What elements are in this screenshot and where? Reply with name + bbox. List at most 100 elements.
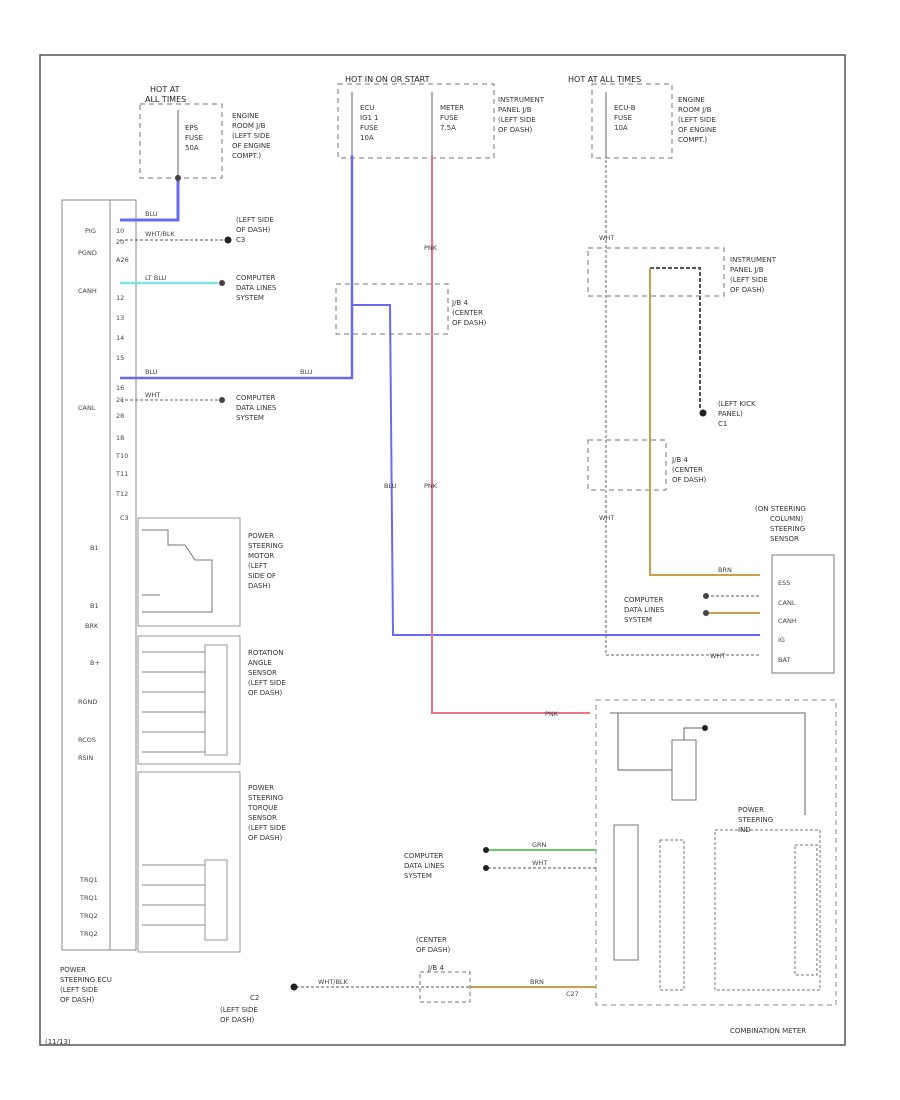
svg-text:DATA LINES: DATA LINES — [404, 862, 445, 870]
svg-text:OF ENGINE: OF ENGINE — [232, 142, 271, 150]
power-steering-motor: POWER STEERING MOTOR (LEFT SIDE OF DASH) — [137, 517, 283, 627]
cpu-box — [613, 824, 639, 961]
svg-text:C3: C3 — [236, 236, 245, 244]
svg-text:GRN: GRN — [532, 841, 547, 849]
diagram-border — [39, 54, 846, 1046]
svg-text:(LEFT SIDE: (LEFT SIDE — [678, 116, 716, 124]
svg-text:BLU: BLU — [145, 210, 158, 218]
svg-text:T10: T10 — [115, 452, 128, 460]
svg-text:(LEFT SIDE: (LEFT SIDE — [248, 679, 286, 687]
svg-text:FUSE: FUSE — [614, 114, 632, 122]
svg-text:RSIN: RSIN — [78, 754, 94, 762]
instrument-panel-jb-top-label: INSTRUMENT — [498, 96, 545, 104]
ecu-b-fuse-group: HOT AT ALL TIMES ECU-B FUSE 10A ENGINE R… — [568, 75, 717, 159]
hot-at-all-times-right-label: HOT AT ALL TIMES — [568, 75, 641, 84]
svg-text:20: 20 — [116, 238, 124, 246]
eps-fuse-label: EPS — [185, 124, 199, 132]
svg-text:TRQ2: TRQ2 — [79, 912, 98, 920]
svg-text:PANEL J/B: PANEL J/B — [498, 106, 532, 114]
svg-text:PNK: PNK — [545, 710, 559, 718]
svg-text:WHT: WHT — [532, 859, 547, 867]
svg-text:13: 13 — [116, 314, 124, 322]
svg-text:ECU-B: ECU-B — [614, 104, 636, 112]
combination-meter-label: COMBINATION METER — [730, 1027, 806, 1035]
svg-text:RGND: RGND — [78, 698, 97, 706]
svg-text:OF DASH): OF DASH) — [672, 476, 707, 484]
svg-text:PNK: PNK — [424, 244, 438, 252]
wire-ess-brn — [649, 268, 760, 576]
hot-at-all-times-left-label: HOT AT — [150, 85, 180, 94]
svg-text:(ON STEERING: (ON STEERING — [755, 505, 806, 513]
svg-text:T11: T11 — [115, 470, 128, 478]
svg-text:RCOS: RCOS — [78, 736, 96, 744]
svg-text:16: 16 — [116, 384, 124, 392]
svg-text:C2: C2 — [250, 994, 259, 1002]
svg-text:(LEFT SIDE: (LEFT SIDE — [60, 986, 98, 994]
svg-text:(CENTER: (CENTER — [672, 466, 703, 474]
svg-text:POWER: POWER — [248, 784, 274, 792]
torque-sensor: POWER STEERING TORQUE SENSOR (LEFT SIDE … — [137, 771, 286, 953]
svg-text:IND: IND — [738, 826, 751, 834]
svg-text:(LEFT SIDE: (LEFT SIDE — [232, 132, 270, 140]
svg-text:BLU: BLU — [384, 482, 397, 490]
svg-text:SYSTEM: SYSTEM — [624, 616, 652, 624]
svg-text:OF DASH): OF DASH) — [452, 319, 487, 327]
svg-text:ENGINE: ENGINE — [678, 96, 705, 104]
wire-ecub-wht — [605, 155, 760, 656]
svg-text:DASH): DASH) — [248, 582, 271, 590]
svg-text:ESS: ESS — [778, 579, 790, 587]
eps-fuse-group: HOT AT ALL TIMES EPS FUSE 50A ENGINE ROO… — [139, 85, 271, 179]
svg-text:OF DASH): OF DASH) — [730, 286, 765, 294]
svg-text:B1: B1 — [90, 544, 99, 552]
svg-text:DATA LINES: DATA LINES — [236, 404, 277, 412]
svg-text:BRK: BRK — [85, 622, 99, 630]
svg-text:B1: B1 — [90, 602, 99, 610]
svg-text:WHT: WHT — [145, 391, 160, 399]
svg-text:J/B 4: J/B 4 — [671, 456, 688, 464]
svg-text:SENSOR: SENSOR — [770, 535, 799, 543]
wire-meter-pnk — [431, 155, 590, 714]
svg-text:STEERING: STEERING — [248, 794, 283, 802]
engine-room-jb-label: ENGINE — [232, 112, 259, 120]
svg-text:PANEL): PANEL) — [718, 410, 743, 418]
svg-text:OF ENGINE: OF ENGINE — [678, 126, 717, 134]
svg-text:(LEFT SIDE: (LEFT SIDE — [498, 116, 536, 124]
svg-text:T12: T12 — [115, 490, 128, 498]
svg-text:CANL: CANL — [78, 404, 96, 412]
svg-text:C1: C1 — [718, 420, 727, 428]
hot-at-all-times-left-label-2: ALL TIMES — [145, 95, 186, 104]
svg-text:MOTOR: MOTOR — [248, 552, 274, 560]
svg-text:OF DASH): OF DASH) — [220, 1016, 255, 1024]
svg-text:(LEFT SIDE: (LEFT SIDE — [730, 276, 768, 284]
svg-text:10A: 10A — [360, 134, 374, 142]
svg-text:COMPUTER: COMPUTER — [624, 596, 663, 604]
svg-text:FUSE: FUSE — [440, 114, 458, 122]
svg-text:ROOM J/B: ROOM J/B — [232, 122, 266, 130]
svg-text:CANH: CANH — [778, 617, 797, 625]
ig-fuse-group: HOT IN ON OR START ECU IG1 1 FUSE 10A ME… — [337, 75, 545, 159]
svg-text:ROOM J/B: ROOM J/B — [678, 106, 712, 114]
svg-text:(CENTER: (CENTER — [452, 309, 483, 317]
svg-text:WHT: WHT — [599, 514, 614, 522]
power-steering-ecu: PIG PGND CANH CANL B1 B1 BRK B+ RGND RCO… — [60, 199, 137, 1004]
svg-text:LT BLU: LT BLU — [145, 274, 167, 282]
svg-text:SIDE OF: SIDE OF — [248, 572, 276, 580]
svg-text:WHT: WHT — [599, 234, 614, 242]
svg-text:PIG: PIG — [85, 227, 96, 235]
svg-text:(LEFT SIDE: (LEFT SIDE — [236, 216, 274, 224]
svg-text:BRN: BRN — [530, 978, 544, 986]
svg-text:OF DASH): OF DASH) — [498, 126, 533, 134]
svg-text:SYSTEM: SYSTEM — [236, 414, 264, 422]
svg-text:BAT: BAT — [778, 656, 790, 664]
svg-text:12: 12 — [116, 294, 124, 302]
svg-text:TRQ1: TRQ1 — [79, 876, 98, 884]
svg-text:(CENTER: (CENTER — [416, 936, 447, 944]
svg-text:PGND: PGND — [78, 249, 97, 257]
svg-text:OF DASH): OF DASH) — [248, 689, 283, 697]
svg-text:28: 28 — [116, 412, 124, 420]
svg-text:OF DASH): OF DASH) — [248, 834, 283, 842]
svg-text:WHT: WHT — [710, 652, 725, 660]
svg-text:SENSOR: SENSOR — [248, 814, 277, 822]
svg-text:OF DASH): OF DASH) — [60, 996, 95, 1004]
svg-text:15: 15 — [116, 354, 124, 362]
